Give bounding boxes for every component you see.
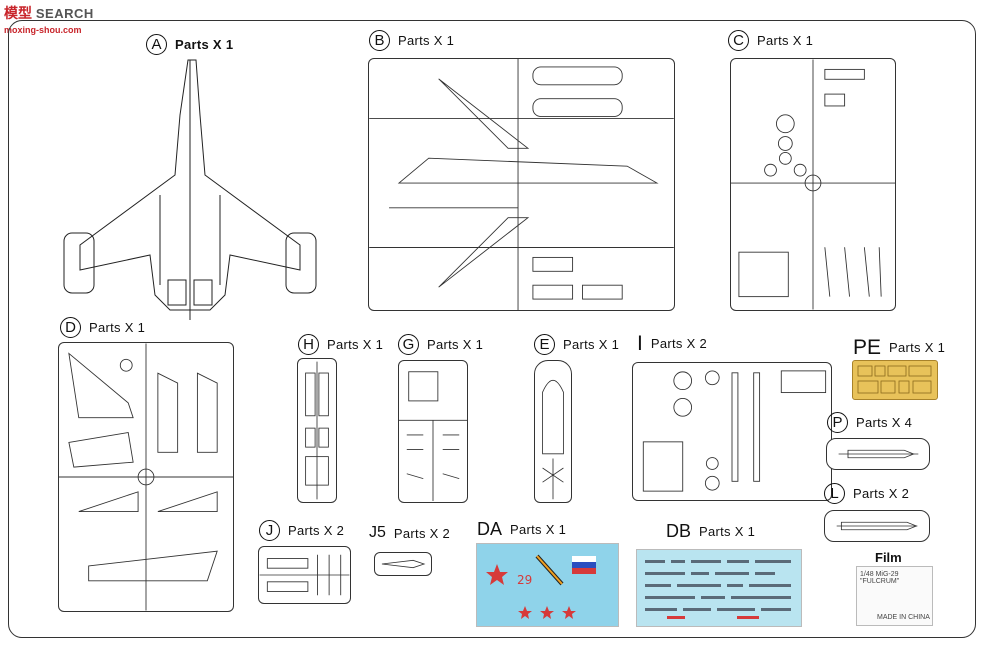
decal-sheet-db [636,549,802,627]
sprue-letter: I [637,332,643,355]
label-sprue-b: B Parts X 1 [369,30,454,51]
clear-film-sheet: 1/48 MiG-29 "FULCRUM" MADE IN CHINA [856,566,933,626]
label-sprue-i: I Parts X 2 [637,333,707,354]
sprue-j5-frame [374,552,432,576]
sprue-quantity: Parts X 1 [175,37,234,52]
sprue-quantity: Parts X 2 [650,336,708,351]
label-sprue-e: E Parts X 1 [534,334,619,355]
label-sprue-j: J Parts X 2 [259,520,344,541]
sprue-c-frame [730,58,896,311]
sprue-l-frame [824,510,930,542]
sprue-letter: C [728,30,749,51]
label-sprue-l: L Parts X 2 [824,483,909,504]
film-made-in: MADE IN CHINA [877,614,930,621]
film-title: Film [875,550,902,565]
sprue-letter: P [827,412,848,433]
sprue-quantity: Parts X 1 [757,33,814,48]
sprue-a-aircraft [60,55,320,320]
watermark-cn: 模型 [4,5,32,21]
label-sprue-g: G Parts X 1 [398,334,483,355]
label-sprue-j5: J5 Parts X 2 [369,525,450,541]
sprue-letter: DA [477,519,503,539]
sprue-b-frame [368,58,675,311]
sprue-e-frame [534,360,572,503]
sprue-letter: J [259,520,280,541]
sprue-i-frame [632,362,832,501]
sprue-letter: E [534,334,555,355]
sprue-quantity: Parts X 1 [89,320,146,335]
sprue-letter: H [298,334,319,355]
sprue-letter: D [60,317,81,338]
sprue-quantity: Parts X 1 [563,337,620,352]
sprue-letter: A [146,34,167,55]
sprue-quantity: Parts X 1 [699,523,756,539]
sprue-h-frame [297,358,337,503]
sprue-quantity: Parts X 1 [889,340,946,355]
film-model-line: 1/48 MiG-29 "FULCRUM" [860,571,900,585]
watermark-logo: 模型 SEARCH [4,3,94,23]
sprue-quantity: Parts X 2 [393,525,451,541]
sprue-letter: DB [666,521,692,541]
sprue-letter: G [398,334,419,355]
sprue-quantity: Parts X 1 [427,337,484,352]
sprue-quantity: Parts X 2 [853,486,910,501]
sprue-letter: B [369,30,390,51]
svg-text:29: 29 [517,573,532,587]
sprue-p-frame [826,438,930,470]
label-sprue-a: A Parts X 1 [146,34,233,55]
label-decal-da: DA Parts X 1 [477,520,566,538]
sprue-quantity: Parts X 1 [327,337,384,352]
label-sprue-h: H Parts X 1 [298,334,383,355]
sprue-letter: PE [853,336,882,359]
label-sprue-p: P Parts X 4 [827,412,912,433]
sprue-quantity: Parts X 1 [510,521,567,537]
sprue-j-frame [258,546,351,604]
sprue-d-frame [58,342,234,612]
decal-sheet-da: 29 [476,543,619,627]
watermark-en: SEARCH [35,6,94,21]
photo-etch-fret [852,360,938,400]
label-sprue-c: C Parts X 1 [728,30,813,51]
sheet-frame [8,20,976,638]
sprue-letter: L [824,483,845,504]
label-decal-db: DB Parts X 1 [666,522,755,540]
sprue-letter: J5 [369,524,386,541]
sprue-quantity: Parts X 4 [856,415,913,430]
sprue-quantity: Parts X 2 [288,523,345,538]
label-sprue-pe: PE Parts X 1 [853,337,945,358]
label-sprue-d: D Parts X 1 [60,317,145,338]
sprue-g-frame [398,360,468,503]
sprue-quantity: Parts X 1 [398,33,455,48]
watermark-url: moxing-shou.com [4,25,82,35]
